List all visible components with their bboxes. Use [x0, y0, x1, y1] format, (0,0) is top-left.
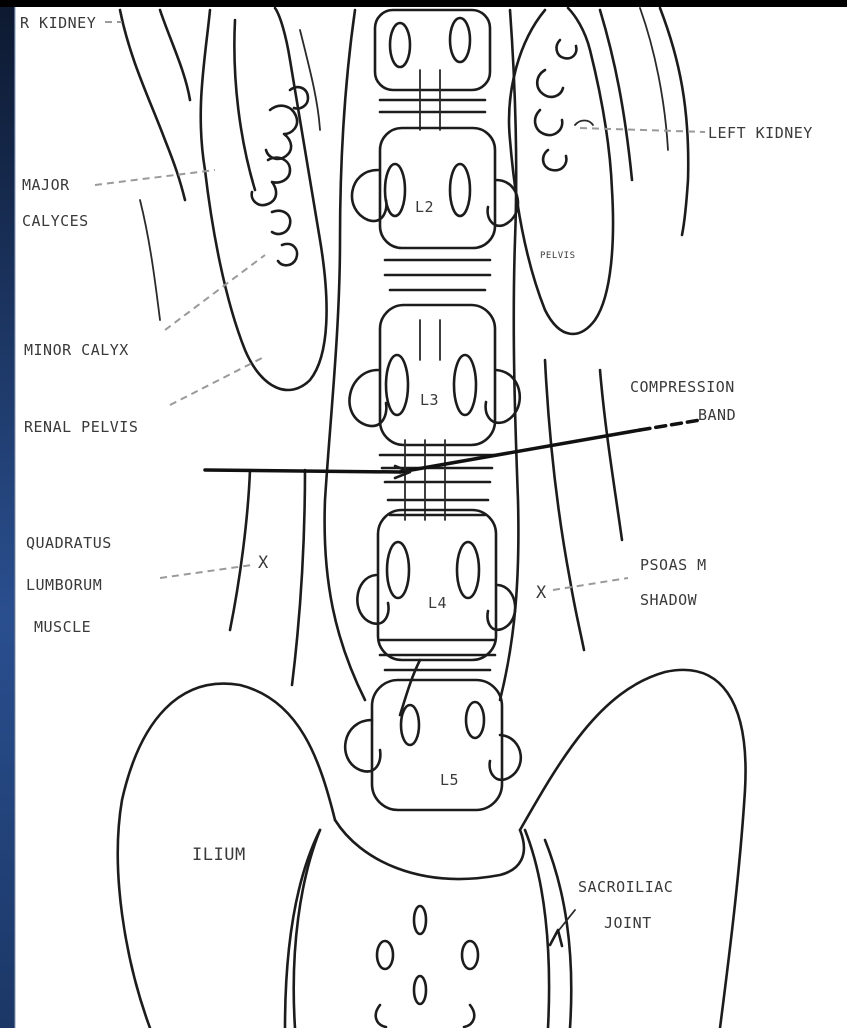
label-pelvis-small: PELVIS — [540, 251, 576, 261]
label-compression-band-1: COMPRESSION — [630, 378, 735, 396]
label-sacroiliac-1: SACROILIAC — [578, 878, 673, 896]
compression-band-zone — [380, 440, 495, 520]
quadratus-x-marker: X — [258, 553, 269, 573]
label-right-kidney: R KIDNEY — [20, 14, 96, 32]
label-ilium: ILIUM — [192, 845, 246, 865]
left-ilium-wing — [520, 670, 746, 1028]
label-psoas-1: PSOAS M — [640, 556, 707, 574]
label-left-kidney: LEFT KIDNEY — [708, 124, 813, 142]
vertebra-l2: L2 — [352, 128, 518, 290]
label-sacroiliac-2: JOINT — [604, 914, 652, 932]
psoas-x-marker: X — [536, 583, 547, 603]
label-quadratus-2: LUMBORUM — [26, 576, 102, 594]
vertebra-l5: L5 — [345, 680, 521, 810]
label-psoas-2: SHADOW — [640, 591, 698, 609]
right-ureter-and-flank-lines — [120, 10, 305, 685]
vertebra-label-l2: L2 — [415, 198, 434, 216]
label-compression-band-2: BAND — [698, 406, 736, 424]
label-quadratus-1: QUADRATUS — [26, 534, 112, 552]
label-quadratus-3: MUSCLE — [34, 618, 91, 636]
label-major-calyces-2: CALYCES — [22, 212, 89, 230]
label-major-calyces-1: MAJOR — [22, 176, 70, 194]
right-kidney-outline — [201, 8, 327, 390]
spine-column-outline — [325, 10, 519, 700]
left-psoas-line — [545, 360, 622, 650]
left-calyces — [535, 40, 576, 170]
vertebra-l3: L3 — [349, 305, 519, 445]
vertebra-label-l5: L5 — [440, 771, 459, 789]
label-minor-calyx: MINOR CALYX — [24, 341, 129, 359]
vertebra-label-l4: L4 — [428, 594, 447, 612]
vertebra-label-l3: L3 — [420, 391, 439, 409]
left-kidney-outline — [509, 8, 688, 334]
sacrum — [294, 820, 549, 1028]
vertebra-upper — [375, 10, 490, 130]
label-renal-pelvis: RENAL PELVIS — [24, 418, 138, 436]
